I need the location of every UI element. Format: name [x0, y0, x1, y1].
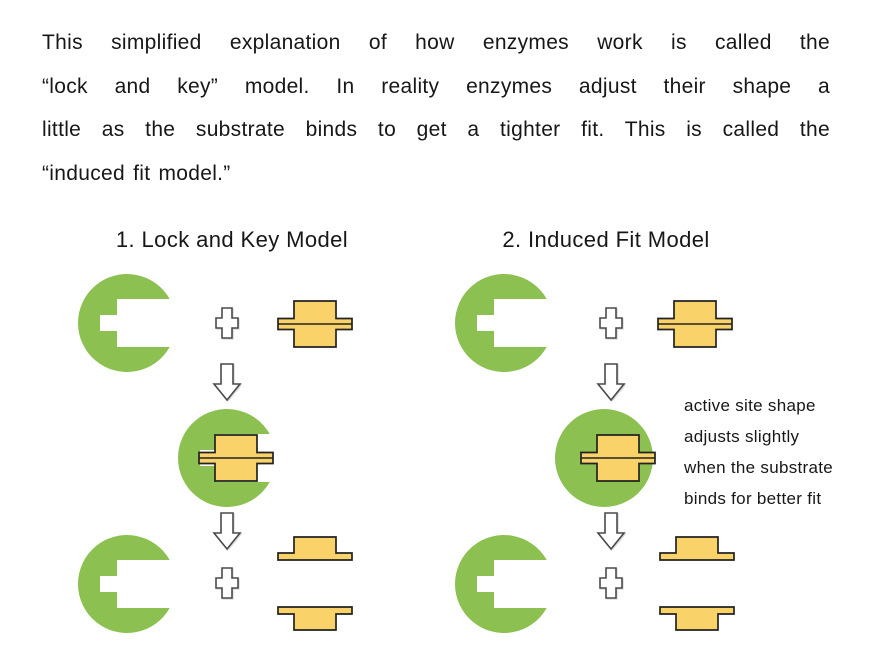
down-arrow-icon [598, 513, 624, 549]
induced-fit-annotation: active site shape adjusts slightly when … [684, 390, 833, 514]
heading-induced-fit-model: 2. Induced Fit Model [502, 227, 710, 252]
down-arrow-icon [214, 513, 240, 549]
product-top-icon [659, 536, 735, 561]
enzyme-icon [454, 535, 547, 633]
intro-paragraph: This simplified explanation of how enzym… [42, 21, 830, 195]
substrate-icon [277, 300, 353, 348]
heading-lock-and-key-model: 1. Lock and Key Model [115, 227, 349, 252]
paragraph-line: “lock and key” model. In reality enzymes… [42, 74, 830, 98]
plus-icon [600, 308, 622, 338]
enzyme-icon [77, 274, 170, 372]
enzyme-substrate-complex-lock-icon [177, 409, 274, 507]
product-top-icon [277, 536, 353, 561]
plus-icon [216, 568, 238, 598]
paragraph-line: This simplified explanation of how enzym… [42, 31, 830, 54]
substrate-icon [657, 300, 733, 348]
plus-icon [216, 308, 238, 338]
enzyme-icon [77, 535, 170, 633]
enzyme-icon [454, 274, 547, 372]
enzyme-substrate-complex-induced-icon [555, 409, 656, 507]
annotation-line: adjusts slightly [684, 427, 800, 446]
paragraph-line: “induced fit model.” [42, 161, 231, 185]
down-arrow-icon [598, 364, 624, 400]
plus-icon [600, 568, 622, 598]
annotation-line: binds for better fit [684, 489, 822, 508]
annotation-line: when the substrate [684, 458, 834, 477]
annotation-line: active site shape [684, 396, 816, 415]
product-bottom-icon [659, 606, 735, 631]
paragraph-line: little as the substrate binds to get a t… [42, 118, 830, 141]
down-arrow-icon [214, 364, 240, 400]
product-bottom-icon [277, 606, 353, 631]
